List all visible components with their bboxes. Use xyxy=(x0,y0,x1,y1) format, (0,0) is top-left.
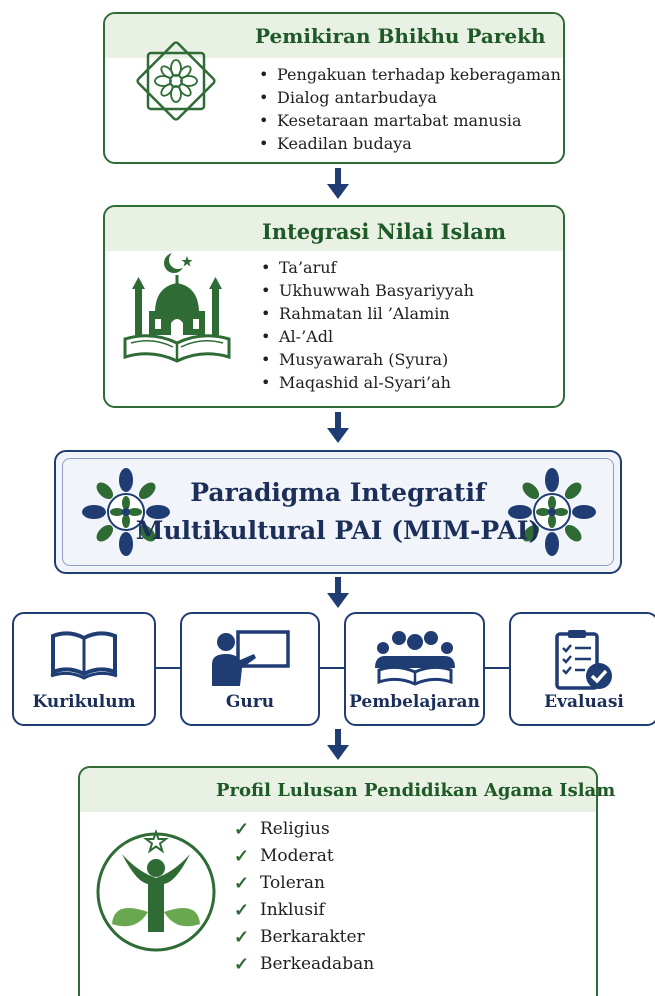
list-item: Musyawarah (Syura) xyxy=(259,348,474,371)
paradigm-title-line1: Paradigma Integratif xyxy=(190,478,486,507)
list-item: Moderat xyxy=(234,843,374,870)
pillar-connector xyxy=(156,667,180,669)
paradigm-inner-frame xyxy=(62,458,614,566)
pillar-label: Evaluasi xyxy=(544,692,624,712)
paradigm-box: Paradigma Integratif Multikultural PAI (… xyxy=(54,450,622,574)
graduate-profile-title: Profil Lulusan Pendidikan Agama Islam xyxy=(216,780,616,801)
islamic-values-box: Integrasi Nilai Islam Ta’aruf Ukhuwwah B… xyxy=(103,205,565,408)
list-item: Pengakuan terhadap keberagaman xyxy=(257,63,561,86)
pillar-label: Guru xyxy=(225,692,275,712)
list-item: Ta’aruf xyxy=(259,256,474,279)
list-item: Kesetaraan martabat manusia xyxy=(257,109,561,132)
parekh-box-header xyxy=(105,14,563,58)
pillar-label: Kurikulum xyxy=(32,692,136,712)
open-book-icon xyxy=(50,631,118,680)
list-item: Religius xyxy=(234,816,374,843)
list-item: Dialog antarbudaya xyxy=(257,86,561,109)
mosque-book-icon xyxy=(123,251,231,363)
graduate-profile-box: Profil Lulusan Pendidikan Agama Islam Re… xyxy=(78,766,615,996)
list-item: Toleran xyxy=(234,870,374,897)
graduate-profile-list: Religius Moderat Toleran Inklusif Berkar… xyxy=(234,816,374,978)
list-item: Berkarakter xyxy=(234,924,374,951)
paradigm-title-line2: Multikultural PAI (MIM-PAI) xyxy=(135,516,541,545)
pillar-guru: Guru xyxy=(180,612,320,726)
parekh-box: Pemikiran Bhikhu Parekh Pengakuan terhad… xyxy=(103,12,565,164)
arrow-down-icon xyxy=(327,168,349,200)
list-item: Inklusif xyxy=(234,897,374,924)
students-reading-icon xyxy=(374,631,455,686)
list-item: Keadilan budaya xyxy=(257,132,561,155)
arrow-down-icon xyxy=(327,412,349,444)
checklist-clipboard-icon xyxy=(555,630,612,690)
graduate-profile-header xyxy=(80,768,596,812)
parekh-list: Pengakuan terhadap keberagaman Dialog an… xyxy=(257,63,561,155)
pillar-connector xyxy=(320,667,344,669)
list-item: Berkeadaban xyxy=(234,951,374,978)
islamic-star-ornament-icon xyxy=(136,41,216,121)
list-item: Al-’Adl xyxy=(259,325,474,348)
islamic-values-header xyxy=(105,207,563,251)
pillar-pembelajaran: Pembelajaran xyxy=(344,612,485,726)
parekh-title: Pemikiran Bhikhu Parekh xyxy=(255,24,546,48)
islamic-values-title: Integrasi Nilai Islam xyxy=(262,219,507,244)
list-item: Maqashid al-Syari’ah xyxy=(259,371,474,394)
growing-person-leaves-icon xyxy=(96,829,216,952)
pillar-kurikulum: Kurikulum xyxy=(12,612,156,726)
islamic-values-list: Ta’aruf Ukhuwwah Basyariyyah Rahmatan li… xyxy=(259,256,474,394)
list-item: Rahmatan lil ’Alamin xyxy=(259,302,474,325)
list-item: Ukhuwwah Basyariyyah xyxy=(259,279,474,302)
floral-mandala-icon xyxy=(82,468,170,556)
pillar-connector xyxy=(485,667,509,669)
teacher-board-icon xyxy=(212,630,290,686)
pillar-label: Pembelajaran xyxy=(349,692,480,712)
floral-mandala-icon xyxy=(508,468,596,556)
arrow-down-icon xyxy=(327,729,349,761)
arrow-down-icon xyxy=(327,577,349,609)
pillar-evaluasi: Evaluasi xyxy=(509,612,655,726)
